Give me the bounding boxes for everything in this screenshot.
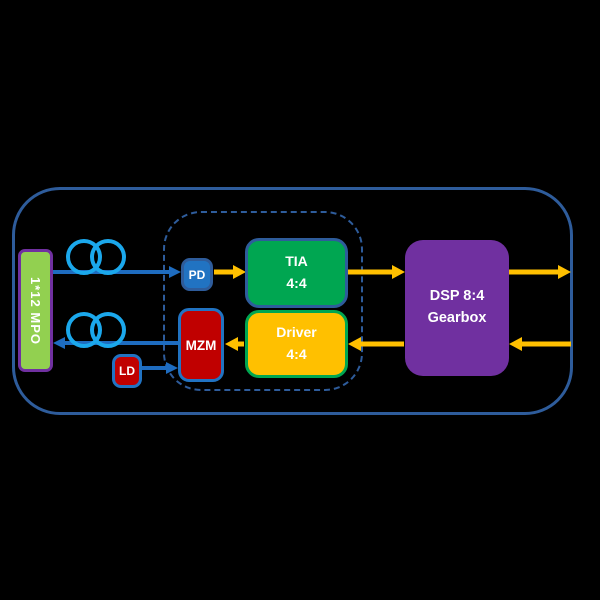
block-tia: TIA 4:4 <box>245 238 348 308</box>
pd-label: PD <box>188 267 206 282</box>
fiber-loops <box>66 239 126 348</box>
driver-label-line1: Driver <box>276 324 317 341</box>
block-driver: Driver 4:4 <box>245 310 348 378</box>
arrowhead-driver-into-mzm-icon <box>225 337 238 351</box>
block-photodiode: PD <box>181 258 213 291</box>
tia-label-line1: TIA <box>285 253 308 270</box>
fiber-loop-rx-icon <box>66 239 102 275</box>
mpo-label: 1*12 MPO <box>28 276 43 345</box>
arrowhead-into-mzm-icon <box>166 362 178 374</box>
block-mzm-modulator: MZM <box>178 308 224 382</box>
arrowhead-into-tia-icon <box>233 265 246 279</box>
arrowhead-into-dsp-rx-icon <box>392 265 405 279</box>
ld-label: LD <box>119 364 135 378</box>
optical-engine-boundary <box>163 211 363 391</box>
arrowhead-into-driver-icon <box>348 337 361 351</box>
driver-label-line2: 4:4 <box>286 346 307 362</box>
module-boundary <box>12 187 573 415</box>
block-mpo-connector: 1*12 MPO <box>18 249 53 372</box>
arrowhead-into-dsp-tx-icon <box>509 337 522 351</box>
arrowhead-into-pd-icon <box>169 266 181 278</box>
dsp-label-line2: Gearbox <box>427 310 487 326</box>
fiber-loop-tx-icon <box>66 312 102 348</box>
fiber-loop-rx-icon <box>90 239 126 275</box>
arrowhead-host-out-icon <box>558 265 571 279</box>
arrowhead-into-mpo-icon <box>53 337 65 349</box>
fiber-loop-tx-icon <box>90 312 126 348</box>
mzm-label: MZM <box>185 337 217 353</box>
electrical-paths <box>214 265 571 351</box>
dsp-label-line1: DSP 8:4 <box>429 288 485 305</box>
block-dsp-gearbox: DSP 8:4 Gearbox <box>405 240 509 376</box>
block-laser-diode: LD <box>112 354 142 388</box>
tia-label-line2: 4:4 <box>286 275 307 291</box>
